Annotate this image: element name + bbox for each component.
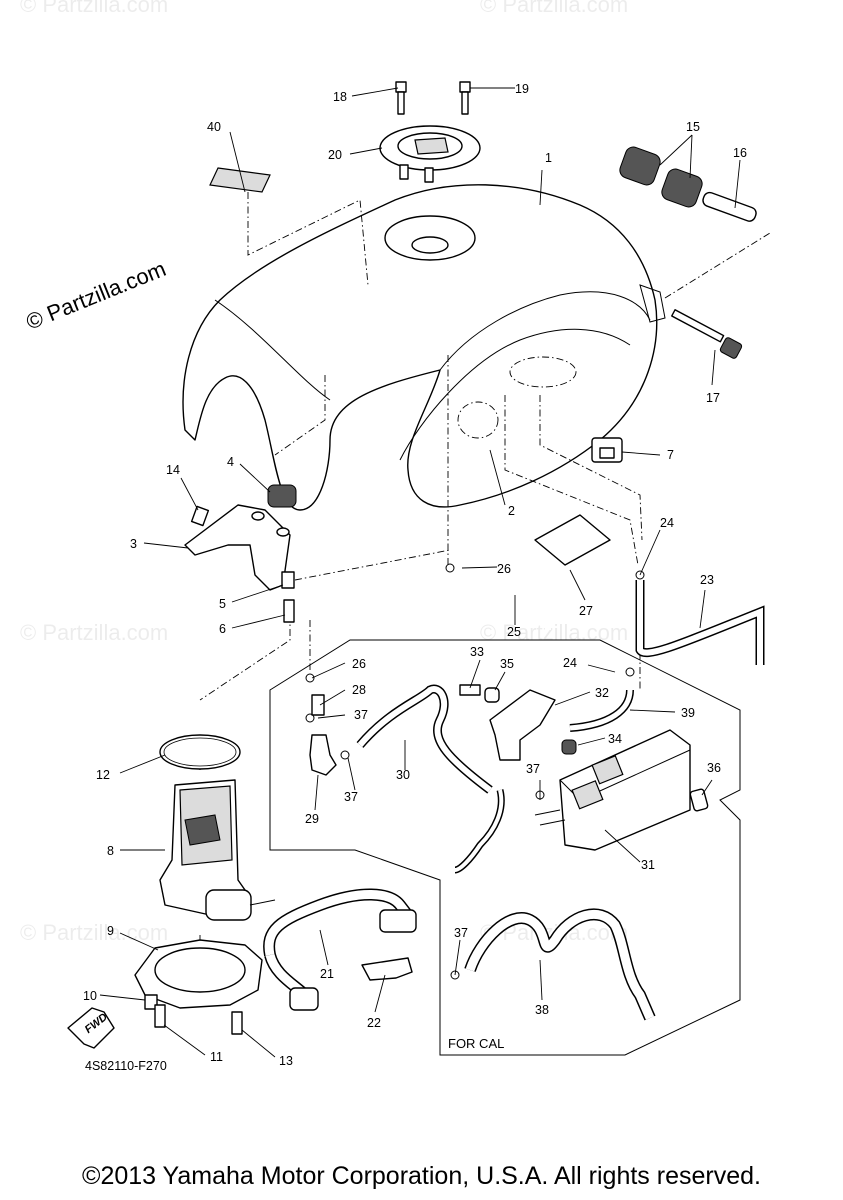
callout-labels: 1 2 3 4 5 6 7 8 9 10 11 12 13 14 15 16 1… (83, 82, 747, 1068)
o-ring (159, 734, 241, 770)
callout-17: 17 (706, 391, 720, 405)
callout-8: 8 (107, 844, 114, 858)
callout-13: 13 (279, 1054, 293, 1068)
callout-3: 3 (130, 537, 137, 551)
pad (534, 514, 611, 566)
callout-40: 40 (207, 120, 221, 134)
callout-35: 35 (500, 657, 514, 671)
callout-33: 33 (470, 645, 484, 659)
callout-12: 12 (96, 768, 110, 782)
callout-4: 4 (227, 455, 234, 469)
callout-36: 36 (707, 761, 721, 775)
canister-bracket (459, 684, 556, 761)
callout-28: 28 (352, 683, 366, 697)
leader-lines (99, 87, 741, 1058)
watermark-faint: © Partzilla.com (20, 0, 168, 17)
callout-27: 27 (579, 604, 593, 618)
callout-24: 24 (563, 656, 577, 670)
callout-26: 26 (497, 562, 511, 576)
callout-2: 2 (508, 504, 515, 518)
callout-16: 16 (733, 146, 747, 160)
watermark-faint: © Partzilla.com (480, 620, 628, 645)
callout-1: 1 (545, 151, 552, 165)
fwd-arrow: FWD (67, 1007, 115, 1049)
callout-14: 14 (166, 463, 180, 477)
rubber-pad (591, 437, 623, 463)
callout-20: 20 (328, 148, 342, 162)
fuel-tank (182, 184, 666, 511)
for-cal-label: FOR CAL (448, 1036, 504, 1051)
vent-hoses (454, 689, 656, 1021)
callout-39: 39 (681, 706, 695, 720)
callout-22: 22 (367, 1016, 381, 1030)
watermark-partzilla: © Partzilla.com (23, 256, 170, 335)
callout-31: 31 (641, 858, 655, 872)
callout-38: 38 (535, 1003, 549, 1017)
callout-18: 18 (333, 90, 347, 104)
label-sticker (209, 167, 271, 193)
callout-23: 23 (700, 573, 714, 587)
cap-bolts (395, 81, 471, 115)
watermark-faint: © Partzilla.com (20, 920, 168, 945)
fuel-pump (159, 779, 276, 921)
callout-37: 37 (354, 708, 368, 722)
canister-fittings (561, 739, 709, 812)
callout-10: 10 (83, 989, 97, 1003)
callout-37: 37 (344, 790, 358, 804)
pump-plate (134, 939, 263, 1009)
diagram-code: 4S82110-F270 (85, 1059, 167, 1073)
callout-34: 34 (608, 732, 622, 746)
fuel-cap (379, 125, 481, 183)
callout-11: 11 (210, 1050, 223, 1064)
callout-19: 19 (515, 82, 529, 96)
callout-9: 9 (107, 924, 114, 938)
plate-bolts (144, 994, 243, 1035)
reference-lines (199, 192, 771, 955)
callout-37: 37 (526, 762, 540, 776)
callout-30: 30 (396, 768, 410, 782)
callout-15: 15 (686, 120, 700, 134)
watermark-faint: © Partzilla.com (480, 0, 628, 17)
charcoal-canister (534, 729, 691, 851)
watermark-faint: © Partzilla.com (20, 620, 168, 645)
hose-joints (309, 694, 337, 776)
callout-24: 24 (660, 516, 674, 530)
callout-26: 26 (352, 657, 366, 671)
breather-hoses (452, 568, 765, 665)
filler-neck (411, 236, 449, 254)
callout-37: 37 (454, 926, 468, 940)
callout-7: 7 (667, 448, 674, 462)
callout-6: 6 (219, 622, 226, 636)
for-cal-boundary (269, 639, 741, 1056)
hose-clips (305, 563, 645, 980)
callout-29: 29 (305, 812, 319, 826)
hose-30 (356, 684, 493, 794)
callout-5: 5 (219, 597, 226, 611)
rear-mount-parts (619, 146, 757, 359)
callout-21: 21 (320, 967, 334, 981)
callout-25: 25 (507, 625, 521, 639)
fuel-hose (263, 888, 417, 1011)
callout-32: 32 (595, 686, 609, 700)
copyright-notice: ©2013 Yamaha Motor Corporation, U.S.A. A… (82, 1162, 761, 1190)
front-bracket (184, 484, 297, 623)
